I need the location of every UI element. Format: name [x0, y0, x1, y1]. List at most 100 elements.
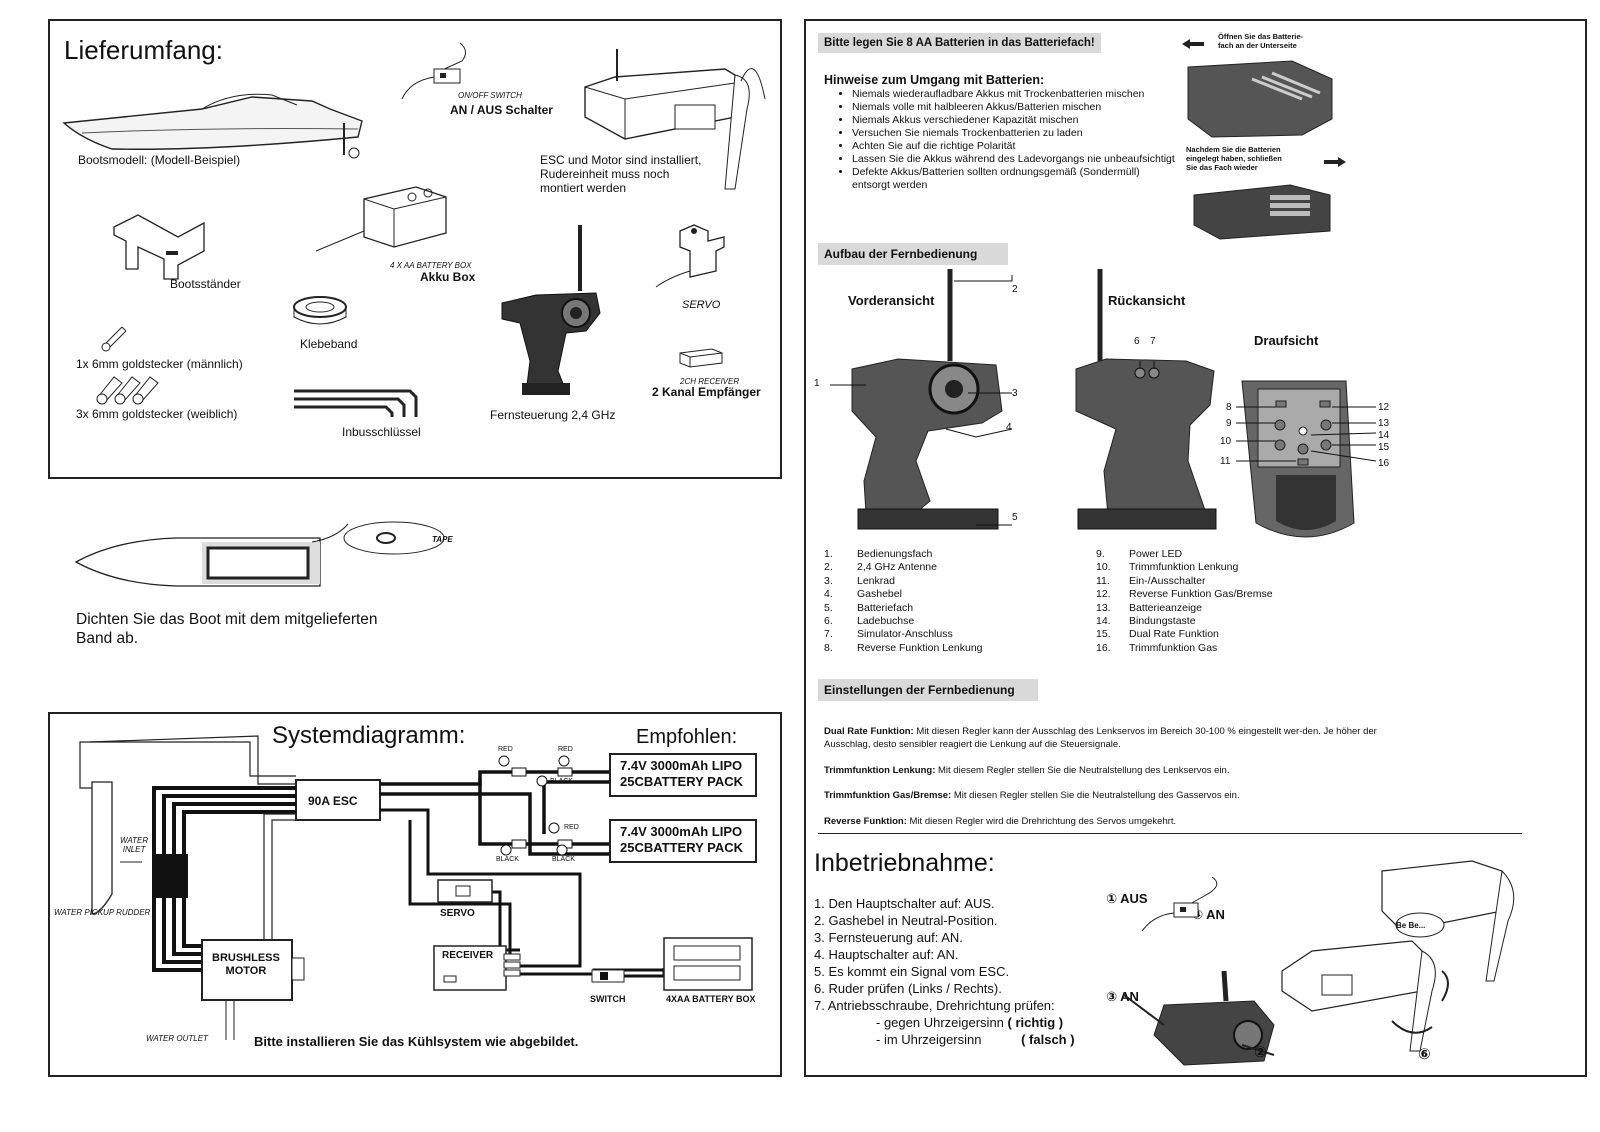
- battery-compartment-open-illustration: [1187, 60, 1333, 138]
- receiver-illustration: [679, 348, 723, 368]
- part-item: 12.Reverse Funktion Gas/Bremse: [1096, 588, 1273, 601]
- callout-4: 4: [1006, 422, 1012, 433]
- setting-trim-steering: Trimmfunktion Lenkung: Mit diesem Regler…: [824, 765, 1230, 776]
- red-label-3: RED: [564, 824, 579, 831]
- hints-list: Niemals wiederaufladbare Akkus mit Trock…: [832, 88, 1180, 192]
- top-view-label: Draufsicht: [1254, 333, 1319, 348]
- transmitter-label: Fernsteuerung 2,4 GHz: [490, 408, 616, 422]
- step-item: 6. Ruder prüfen (Links / Rechts).: [814, 981, 1002, 996]
- battery-banner: Bitte legen Sie 8 AA Batterien in das Ba…: [818, 33, 1101, 53]
- startup-transmitter-illustration: [1123, 970, 1275, 1066]
- part-item: 16.Trimmfunktion Gas: [1096, 641, 1218, 654]
- part-item: 1.Bedienungsfach: [824, 548, 933, 560]
- outlet-label: WATER OUTLET: [146, 1034, 208, 1043]
- callout-3: 3: [1012, 388, 1018, 399]
- bebe-bubble: Be Be...: [1396, 921, 1426, 930]
- receiver-label: 2 Kanal Empfänger: [652, 385, 761, 399]
- step-item: 2. Gashebel in Neutral-Position.: [814, 913, 998, 928]
- part-item: 9.Power LED: [1096, 548, 1183, 560]
- black-label-2: BLACK: [496, 856, 519, 863]
- battery-box-label: Akku Box: [420, 270, 476, 284]
- remote-diagrams: [830, 269, 1377, 538]
- hint-item: Defekte Akkus/Batterien sollten ordnungs…: [852, 166, 1180, 192]
- hint-item: Versuchen Sie niemals Trockenbatterien z…: [852, 127, 1180, 140]
- male-connector-label: 1x 6mm goldstecker (männlich): [76, 357, 243, 371]
- aus-label: ① AUS: [1106, 891, 1148, 906]
- front-view-label: Vorderansicht: [848, 293, 935, 308]
- right-panel: Bitte legen Sie 8 AA Batterien in das Ba…: [804, 19, 1587, 1077]
- back-view-label: Rückansicht: [1108, 293, 1186, 308]
- red-label-1: RED: [498, 746, 513, 753]
- parts-list-left: 1.Bedienungsfach 2.2,4 GHz Antenne 3.Len…: [824, 548, 983, 655]
- battbox-diagram-label: 4XAA BATTERY BOX: [666, 994, 756, 1004]
- allen-keys-label: Inbusschlüssel: [342, 425, 421, 439]
- wiring-diagram: [79, 735, 757, 1040]
- step-item: - gegen Uhrzeigersinn ( richtig ): [876, 1015, 1064, 1030]
- receiver-diagram-label: RECEIVER: [442, 950, 494, 961]
- system-diagram-title: Systemdiagramm:: [272, 722, 466, 749]
- callout-5: 5: [1012, 512, 1018, 523]
- hint-item: Lassen Sie die Akkus während des Ladevor…: [852, 153, 1180, 166]
- callout-11: 11: [1220, 456, 1231, 467]
- seal-instruction: Dichten Sie das Boot mit dem mitgeliefer…: [76, 611, 378, 647]
- battery-box-small-label: 4 X AA BATTERY BOX: [390, 261, 472, 270]
- hint-item: Niemals volle mit halbleeren Akkus/Batte…: [852, 101, 1180, 114]
- setting-dual-rate: Dual Rate Funktion: Mit diesen Regler ka…: [824, 726, 1377, 750]
- switch-small-label: ON/OFF SWITCH: [458, 91, 522, 100]
- part-item: 7.Simulator-Anschluss: [824, 628, 953, 641]
- hint-item: Niemals Akkus verschiedener Kapazität mi…: [852, 114, 1180, 127]
- stand-label: Bootsständer: [170, 277, 241, 291]
- startup-hull-illustration: [1281, 860, 1515, 1052]
- arrow-right-icon: [1324, 157, 1346, 167]
- callout-9: 9: [1226, 418, 1232, 429]
- black-label-3: BLACK: [552, 856, 575, 863]
- remote-banner: Aufbau der Fernbedienung: [818, 243, 1008, 265]
- callout-1: 1: [814, 378, 820, 389]
- hull-seal-illustration: [74, 521, 445, 587]
- red-label-2: RED: [558, 746, 573, 753]
- servo-diagram-label: SERVO: [440, 908, 475, 919]
- female-connector-label: 3x 6mm goldstecker (weiblich): [76, 407, 238, 421]
- setting-trim-throttle: Trimmfunktion Gas/Bremse: Mit diesen Reg…: [824, 790, 1240, 801]
- switch-illustration: [401, 42, 466, 100]
- tape-label: Klebeband: [300, 337, 358, 351]
- part-item: 3.Lenkrad: [824, 574, 895, 587]
- hint-item: Niemals wiederaufladbare Akkus mit Trock…: [852, 88, 1180, 101]
- arrow-left-icon: [1182, 39, 1204, 49]
- contents-title: Lieferumfang:: [64, 35, 223, 65]
- parts-list-right: 9.Power LED 10.Trimmfunktion Lenkung 11.…: [1096, 548, 1273, 655]
- callout-12: 12: [1378, 402, 1390, 413]
- black-label-1: BLACK: [550, 778, 573, 785]
- boat-label: Bootsmodell: (Modell-Beispiel): [78, 153, 241, 167]
- battery-compartment-closed-illustration: [1193, 184, 1331, 240]
- setting-reverse: Reverse Funktion: Mit diesen Regler wird…: [824, 816, 1177, 827]
- hints-title: Hinweise zum Umgang mit Batterien:: [824, 73, 1045, 87]
- startup-title: Inbetriebnahme:: [814, 849, 995, 877]
- step-item: 7. Antriebsschraube, Drehrichtung prüfen…: [814, 998, 1055, 1013]
- esc-label: 90A ESC: [308, 794, 358, 808]
- cooling-note: Bitte installieren Sie das Kühlsystem wi…: [254, 1034, 579, 1049]
- open-note: Öffnen Sie das Batterie-fach an der Unte…: [1218, 32, 1304, 50]
- startup-steps: 1. Den Hauptschalter auf: AUS. 2. Gasheb…: [814, 895, 1075, 1048]
- recommended-title: Empfohlen:: [636, 726, 738, 748]
- callout-2: 2: [1012, 284, 1018, 295]
- step-item: 4. Hauptschalter auf: AN.: [814, 947, 959, 962]
- divider: [818, 833, 1522, 834]
- step-item: 5. Es kommt ein Signal vom ESC.: [814, 964, 1010, 979]
- step-item: - im Uhrzeigersinn ( falsch ): [876, 1032, 1075, 1047]
- part-item: 14.Bindungstaste: [1096, 615, 1196, 628]
- callout-10: 10: [1220, 436, 1232, 447]
- part-item: 15.Dual Rate Funktion: [1096, 628, 1219, 641]
- part-item: 8.Reverse Funktion Lenkung: [824, 641, 983, 654]
- part-item: 11.Ein-/Ausschalter: [1096, 574, 1206, 587]
- callout-13: 13: [1378, 418, 1390, 429]
- settings-banner: Einstellungen der Fernbedienung: [818, 679, 1038, 701]
- callout-6: 6: [1134, 336, 1140, 347]
- transmitter-illustration: [501, 225, 601, 395]
- allen-keys-illustration: [294, 389, 418, 417]
